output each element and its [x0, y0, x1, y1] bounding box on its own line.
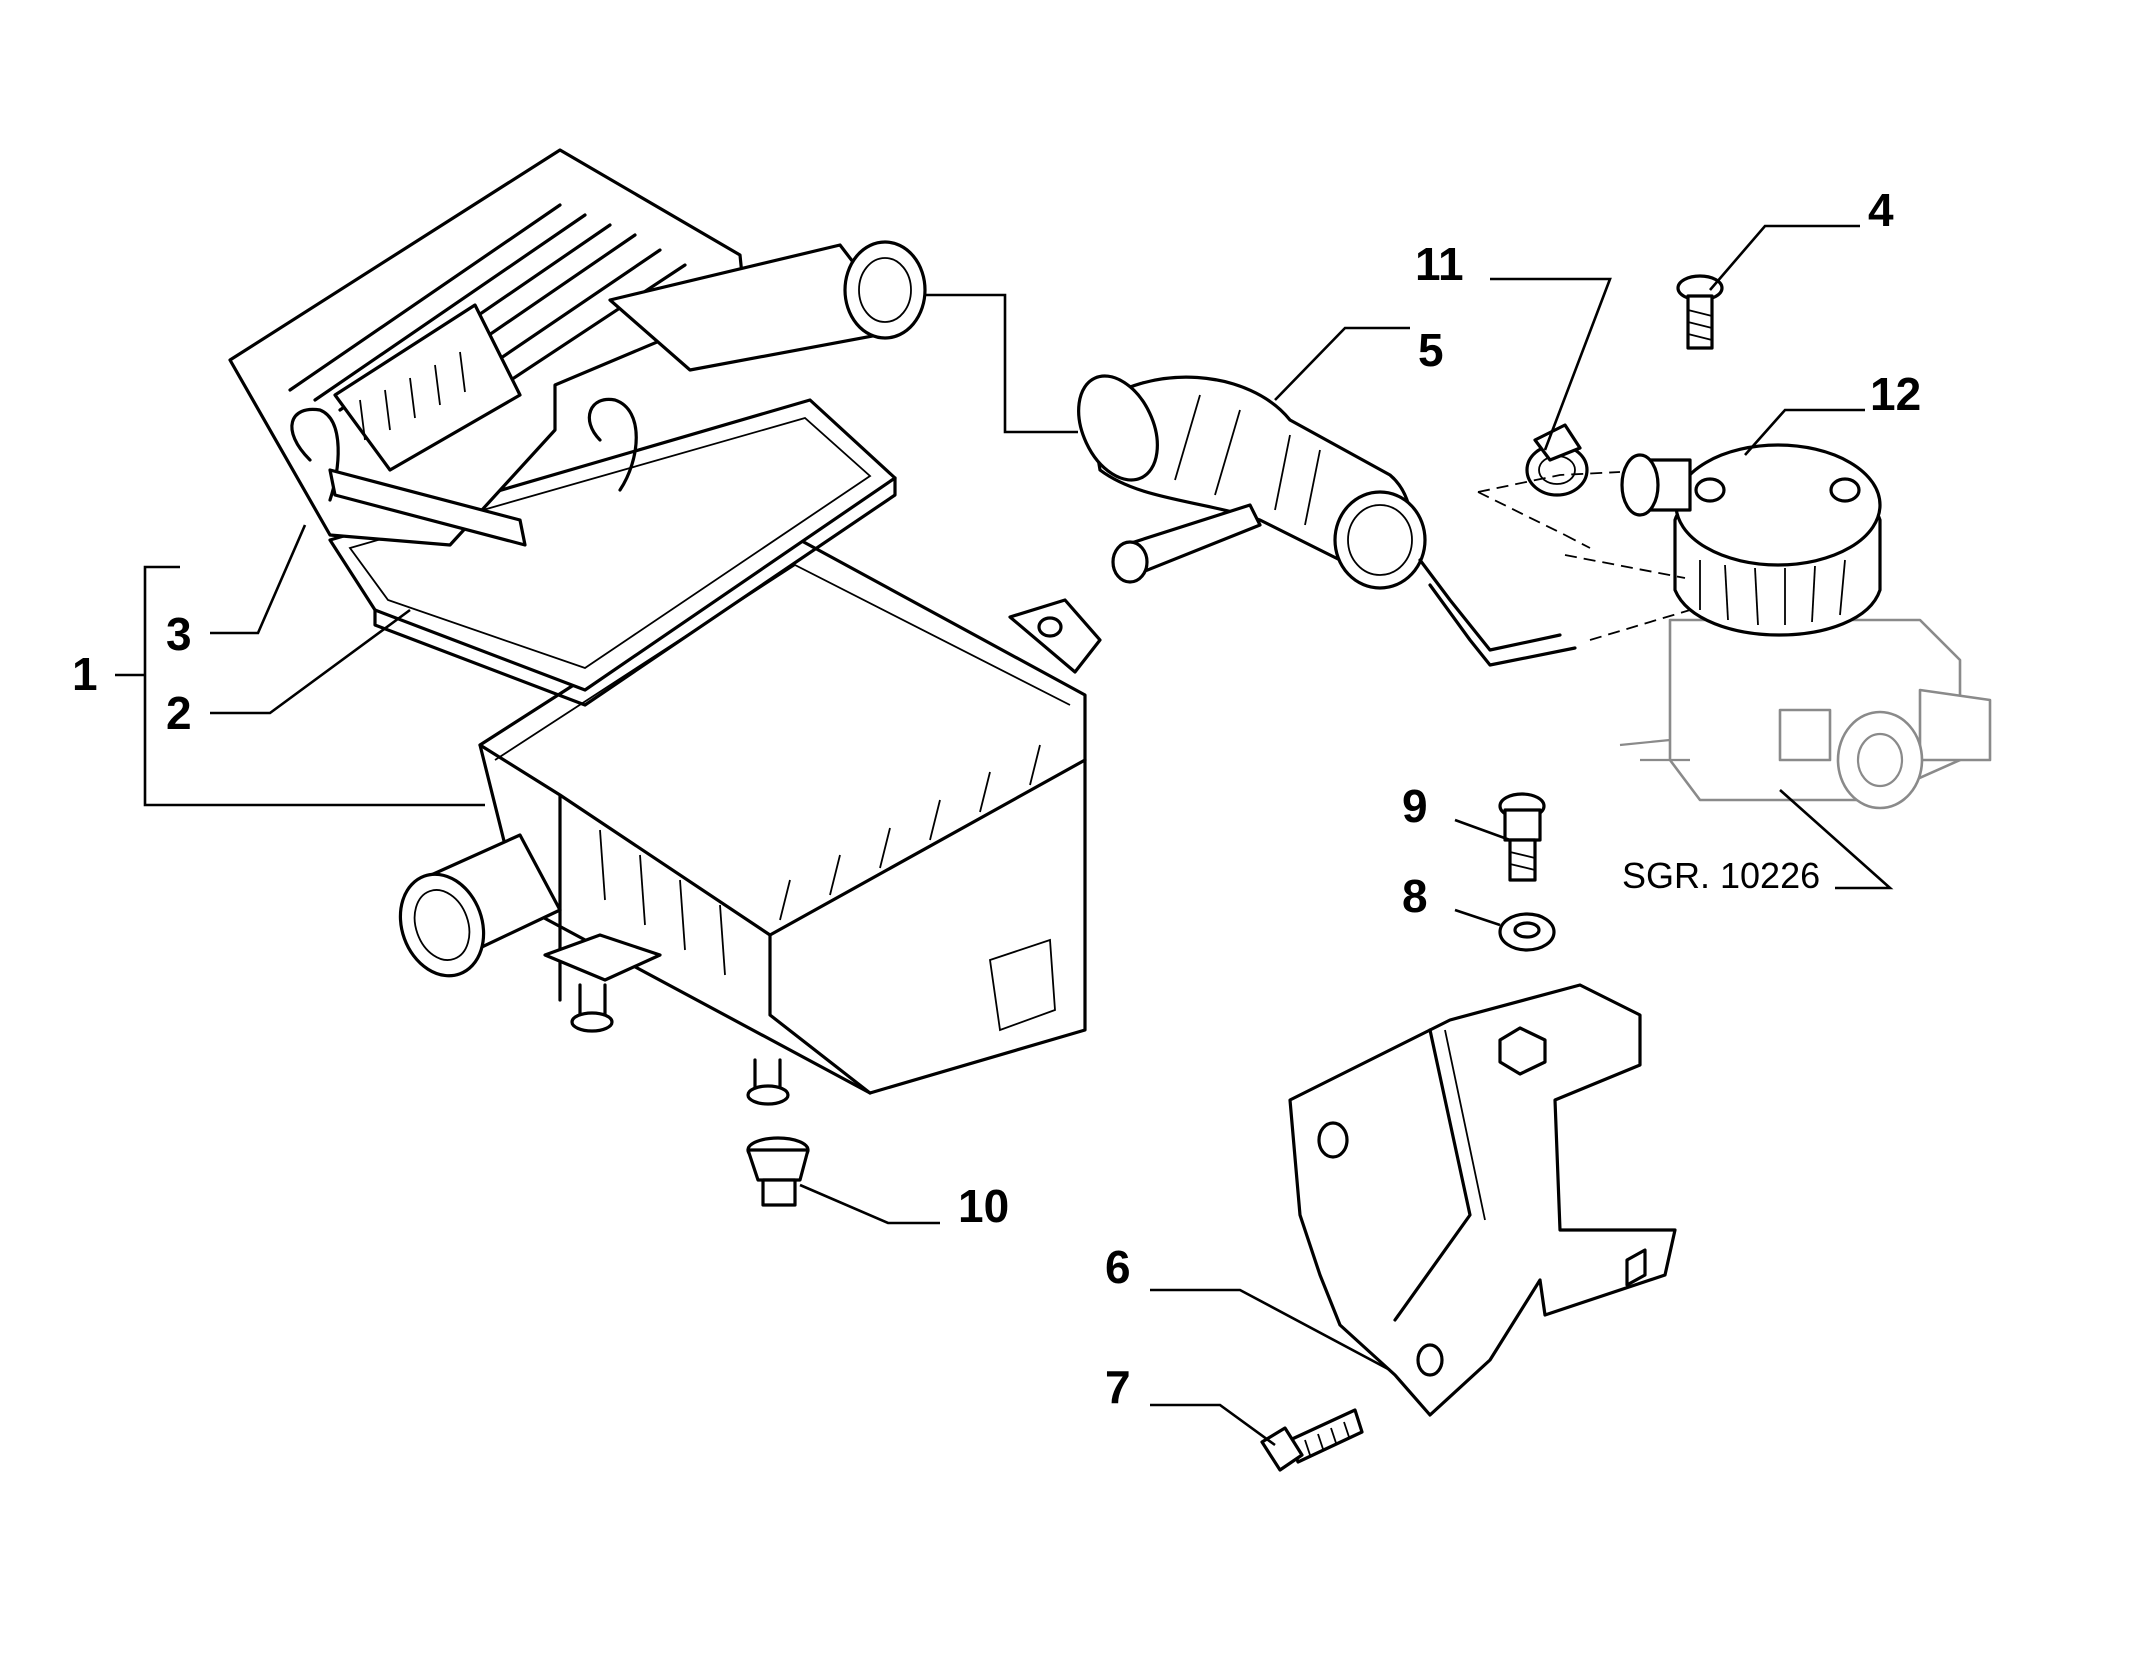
screw-9 — [1498, 792, 1546, 882]
leader-lines — [115, 224, 1894, 1447]
callout-5: 5 — [1418, 324, 1444, 376]
pcv-valve — [1620, 443, 1882, 637]
callout-12: 12 — [1870, 368, 1921, 420]
callout-9: 9 — [1402, 780, 1428, 832]
air-filter-cover — [228, 148, 927, 547]
callout-1: 1 — [72, 648, 98, 700]
filter-element — [328, 398, 897, 707]
washer-8 — [1498, 912, 1556, 952]
callout-11: 11 — [1415, 238, 1464, 290]
reference-code: SGR. 10226 — [1622, 855, 1820, 896]
callout-4: 4 — [1868, 184, 1894, 236]
hose-clamp — [1525, 423, 1589, 497]
air-filter-housing-bottom — [398, 538, 1102, 1106]
mounting-bracket — [1288, 983, 1677, 1417]
callout-3: 3 — [166, 608, 192, 660]
callout-2: 2 — [166, 687, 192, 739]
bolt-7 — [1260, 1408, 1364, 1472]
bolt-4 — [1676, 274, 1724, 350]
ghost-throttle-body — [1619, 618, 1992, 810]
callout-7: 7 — [1105, 1361, 1131, 1413]
callout-8: 8 — [1402, 870, 1428, 922]
callout-10: 10 — [958, 1180, 1009, 1232]
callout-6: 6 — [1105, 1241, 1131, 1293]
assembly-guide-lines — [1477, 471, 1691, 641]
plug-10 — [746, 1136, 810, 1207]
intake-hose — [1077, 374, 1577, 667]
